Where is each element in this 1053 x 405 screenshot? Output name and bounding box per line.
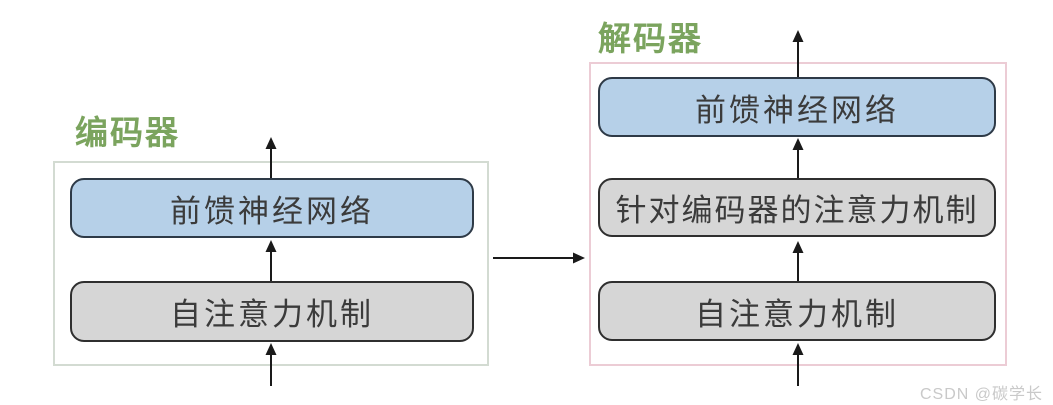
encoder-label: 编码器: [75, 116, 180, 152]
decoder-self-attention-box: 自注意力机制: [598, 281, 996, 341]
encoder-self-attention-label: 自注意力机制: [170, 297, 374, 332]
encoder-self-attention-box: 自注意力机制: [70, 281, 474, 342]
decoder-feed-forward-label: 前馈神经网络: [695, 92, 899, 128]
watermark-text: CSDN @碳学长: [919, 386, 1043, 403]
decoder-cross-attention-label: 针对编码器的注意力机制: [615, 193, 979, 228]
encoder-feed-forward-box: 前馈神经网络: [70, 178, 474, 238]
decoder-cross-attention-box: 针对编码器的注意力机制: [598, 178, 996, 237]
encoder-feed-forward-label: 前馈神经网络: [170, 193, 374, 229]
decoder-label: 解码器: [598, 22, 703, 58]
decoder-feed-forward-box: 前馈神经网络: [598, 77, 996, 137]
decoder-self-attention-label: 自注意力机制: [695, 296, 899, 332]
